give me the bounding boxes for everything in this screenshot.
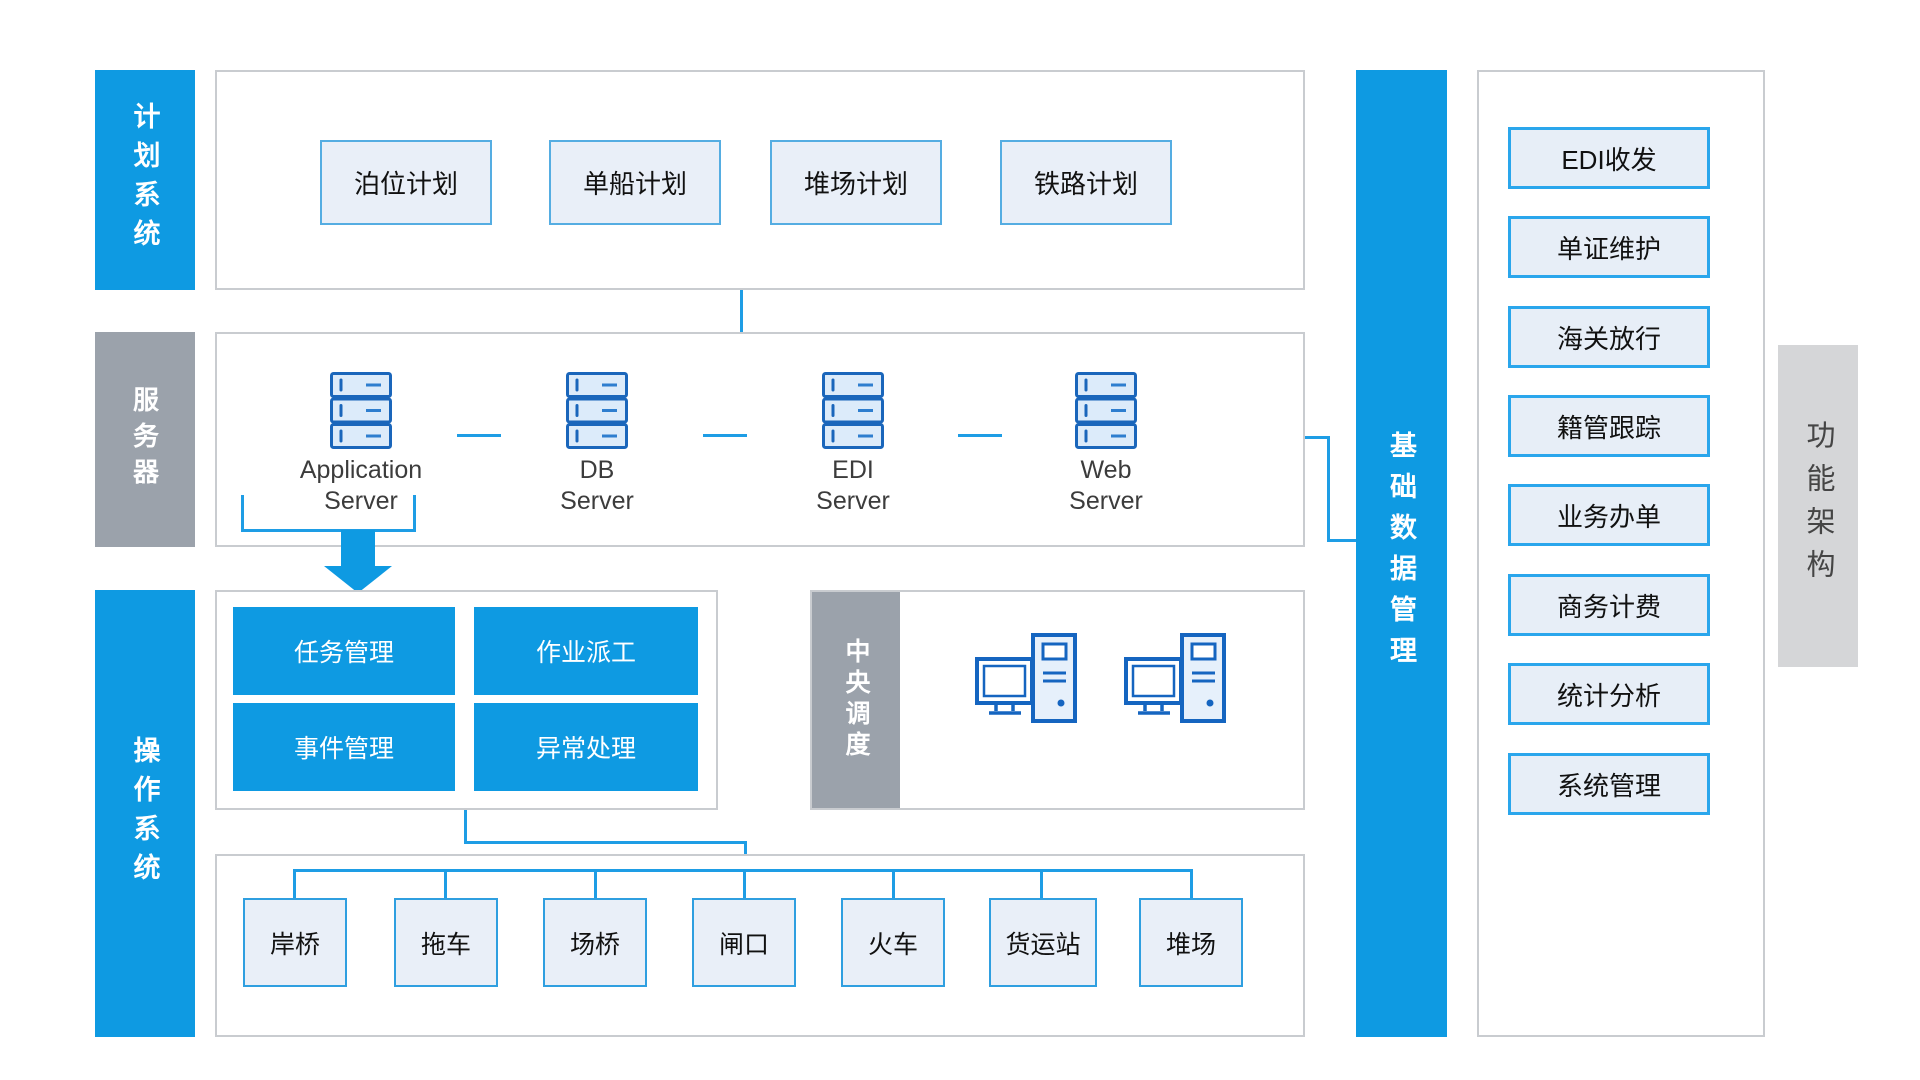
connector-line bbox=[740, 290, 743, 332]
connector-drop bbox=[743, 869, 746, 900]
equip-box-gate: 闸口 bbox=[692, 898, 796, 987]
sidebar-planning-system: 计划系统 bbox=[95, 70, 195, 290]
server-label-db: DB Server bbox=[560, 456, 634, 515]
equip-box-train: 火车 bbox=[841, 898, 945, 987]
functional-architecture-label: 功能架构 bbox=[1802, 420, 1834, 592]
sidebar-server-label: 服务器 bbox=[129, 385, 160, 494]
connector-drop bbox=[444, 869, 447, 900]
op-box-exception-handling: 异常处理 bbox=[474, 703, 698, 791]
central-dispatch-strip: 中央调度 bbox=[812, 592, 900, 808]
equip-box-quay-crane: 岸桥 bbox=[243, 898, 347, 987]
application-server-bracket bbox=[241, 495, 416, 532]
plan-box-berth: 泊位计划 bbox=[320, 140, 492, 225]
sidebar-operation-label: 操作系统 bbox=[129, 735, 160, 892]
op-box-event-management: 事件管理 bbox=[233, 703, 455, 791]
func-box-statistics: 统计分析 bbox=[1508, 663, 1710, 725]
connector-dash bbox=[958, 434, 1002, 437]
equip-box-freight-station: 货运站 bbox=[989, 898, 1097, 987]
down-arrow-head bbox=[324, 566, 392, 593]
server-rack-icon bbox=[330, 372, 392, 449]
plan-box-yard: 堆场计划 bbox=[770, 140, 942, 225]
connector-line bbox=[464, 841, 747, 844]
plan-box-vessel: 单船计划 bbox=[549, 140, 721, 225]
server-label-edi: EDI Server bbox=[816, 456, 890, 515]
op-box-task-management: 任务管理 bbox=[233, 607, 455, 695]
connector-line bbox=[1327, 436, 1330, 542]
equip-box-yard-crane: 场桥 bbox=[543, 898, 647, 987]
base-data-management-bar: 基础数据管理 bbox=[1356, 70, 1447, 1037]
equip-box-yard: 堆场 bbox=[1139, 898, 1243, 987]
connector-line bbox=[464, 810, 467, 844]
sidebar-server: 服务器 bbox=[95, 332, 195, 547]
connector-drop bbox=[1190, 869, 1193, 900]
server-rack-icon bbox=[566, 372, 628, 449]
server-rack-icon bbox=[822, 372, 884, 449]
connector-dash bbox=[457, 434, 501, 437]
func-box-system-management: 系统管理 bbox=[1508, 753, 1710, 815]
op-box-job-dispatch: 作业派工 bbox=[474, 607, 698, 695]
down-arrow bbox=[341, 530, 375, 566]
sidebar-planning-label: 计划系统 bbox=[129, 102, 160, 258]
func-box-customs-release: 海关放行 bbox=[1508, 306, 1710, 368]
base-data-management-label: 基础数据管理 bbox=[1386, 430, 1416, 677]
func-box-edi: EDI收发 bbox=[1508, 127, 1710, 189]
server-label-web: Web Server bbox=[1069, 456, 1143, 515]
sidebar-operation-system: 操作系统 bbox=[95, 590, 195, 1037]
equip-box-trailer: 拖车 bbox=[394, 898, 498, 987]
func-box-commercial-billing: 商务计费 bbox=[1508, 574, 1710, 636]
connector-drop bbox=[892, 869, 895, 900]
func-box-registry-tracking: 籍管跟踪 bbox=[1508, 395, 1710, 457]
workstation-computer-icon bbox=[1124, 633, 1226, 723]
connector-drop bbox=[293, 869, 296, 900]
connector-drop bbox=[594, 869, 597, 900]
plan-box-rail: 铁路计划 bbox=[1000, 140, 1172, 225]
functional-architecture-bar: 功能架构 bbox=[1778, 345, 1858, 667]
central-dispatch-label: 中央调度 bbox=[842, 638, 870, 762]
connector-line bbox=[1305, 436, 1330, 439]
connector-drop bbox=[1040, 869, 1043, 900]
connector-line bbox=[1327, 539, 1356, 542]
func-box-business-orders: 业务办单 bbox=[1508, 484, 1710, 546]
server-rack-icon bbox=[1075, 372, 1137, 449]
connector-dash bbox=[703, 434, 747, 437]
server-label-application: Application Server bbox=[299, 456, 423, 515]
func-box-document-maintenance: 单证维护 bbox=[1508, 216, 1710, 278]
workstation-computer-icon bbox=[975, 633, 1077, 723]
